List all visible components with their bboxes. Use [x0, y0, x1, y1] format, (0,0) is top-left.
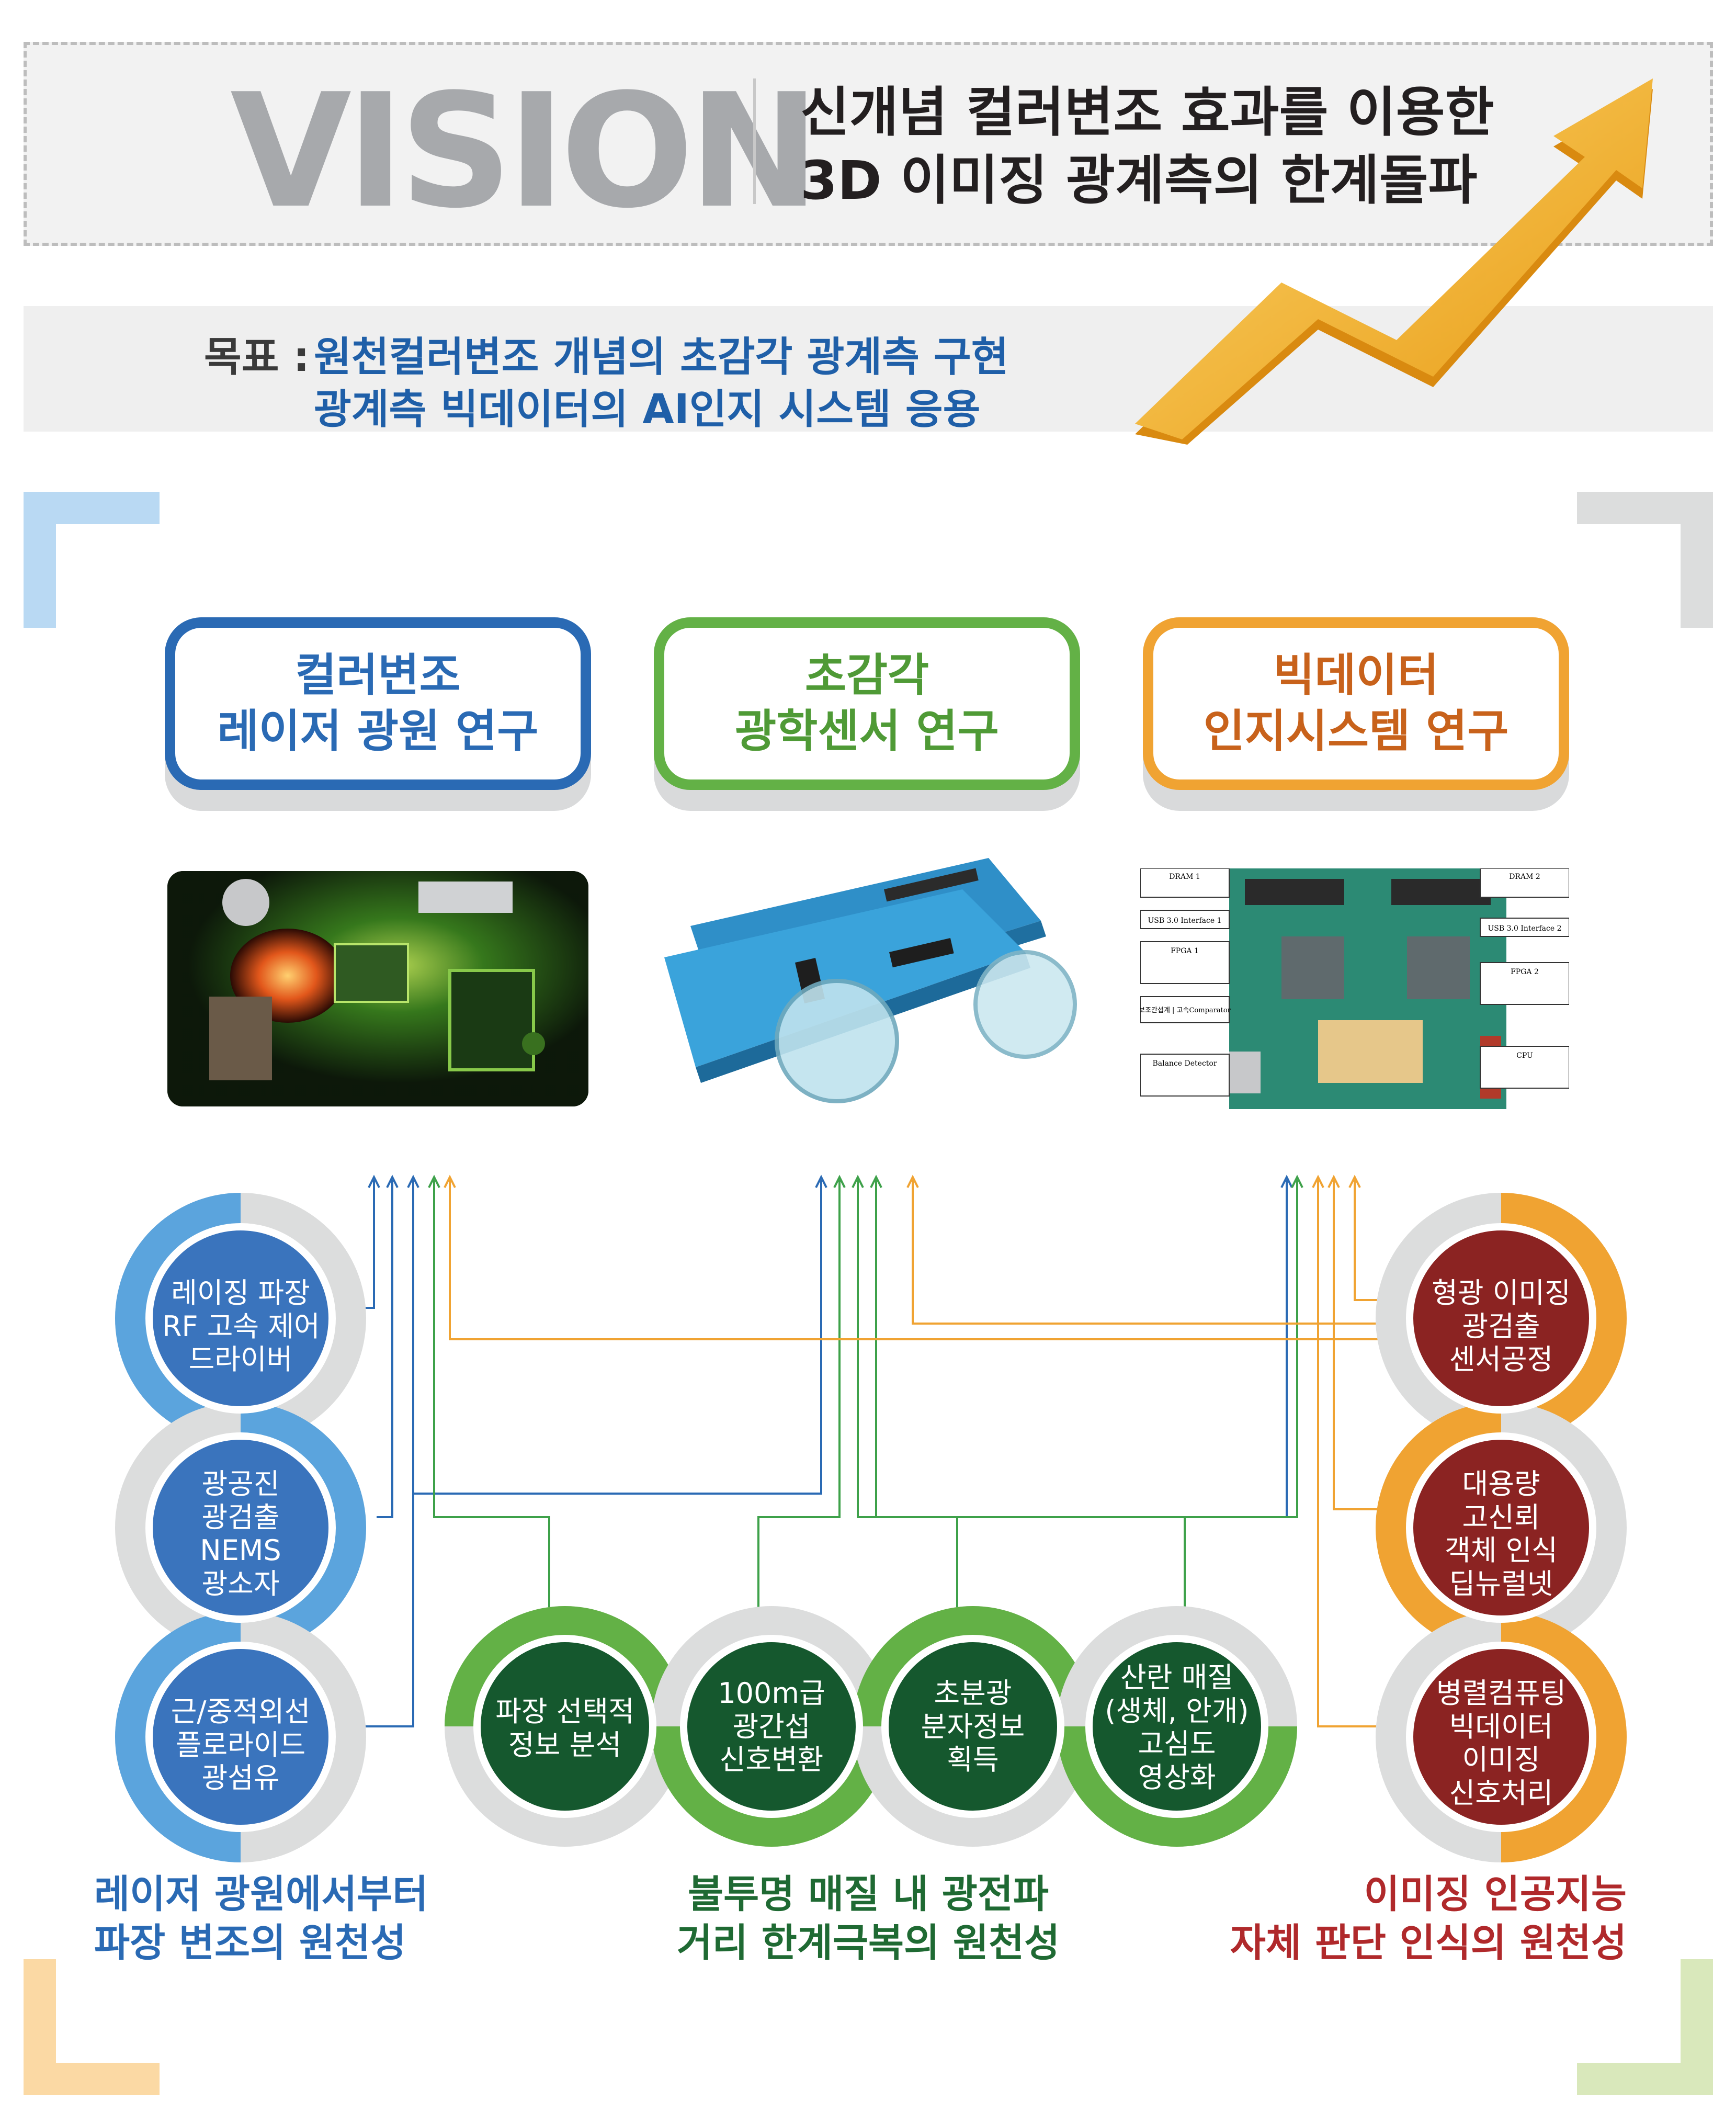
research-bigdata-line1: 빅데이터 — [1273, 649, 1439, 702]
right-circle-3-line3: 이미징 — [1462, 1743, 1540, 1777]
corner-bracket-top-left — [24, 492, 160, 628]
board-label-usb1: USB 3.0 Interface 1 — [1148, 917, 1221, 925]
middle-circle-3: 초분광 분자정보 획득 — [894, 1677, 1051, 1777]
left-circle-2-line4: 광소자 — [201, 1567, 280, 1601]
middle-circle-2-line3: 신호변환 — [719, 1743, 824, 1777]
caption-middle-line1: 불투명 매질 내 광전파 — [687, 1872, 1049, 1917]
board-label-fpga2: FPGA 2 — [1511, 968, 1539, 976]
left-circle-3: 근/중적외선 플로라이드 광섬유 — [162, 1695, 319, 1795]
left-circle-2: 광공진 광검출 NEMS 광소자 — [162, 1467, 319, 1601]
laser-lab-photo — [167, 871, 588, 1106]
right-circle-chain — [1376, 1193, 1627, 1862]
board-label-balance: Balance Detector — [1152, 1059, 1217, 1068]
research-box-laser: 컬러변조 레이저 광원 연구 — [165, 617, 591, 790]
right-circle-2-line4: 딥뉴럴넷 — [1449, 1567, 1553, 1601]
right-circle-3-line4: 신호처리 — [1449, 1777, 1553, 1810]
right-circle-2-line1: 대용량 — [1462, 1467, 1540, 1500]
vision-title: VISION — [230, 60, 820, 243]
right-circle-3-line2: 빅데이터 — [1449, 1710, 1553, 1743]
board-label-dram1: DRAM 1 — [1169, 873, 1200, 881]
right-circle-3-line1: 병렬컴퓨팅 — [1436, 1677, 1567, 1710]
research-laser-line1: 컬러변조 — [295, 649, 461, 702]
middle-circle-1-line1: 파장 선택적 — [495, 1695, 634, 1728]
middle-circle-1-line2: 정보 분석 — [508, 1728, 621, 1761]
middle-circle-4-line1: 산란 매질 — [1120, 1661, 1233, 1694]
right-circle-2-line3: 객체 인식 — [1445, 1534, 1558, 1567]
right-circle-1-line1: 형광 이미징 — [1432, 1276, 1571, 1309]
caption-left: 레이저 광원에서부터 파장 변조의 원천성 — [94, 1870, 492, 1967]
left-circle-chain — [115, 1193, 366, 1862]
vision-subtitle-line2: 3D 이미징 광계측의 한계돌파 — [800, 150, 1478, 212]
caption-right-line1: 이미징 인공지능 — [1364, 1872, 1627, 1917]
right-circle-2-line2: 고신뢰 — [1462, 1500, 1540, 1534]
left-circle-3-line1: 근/중적외선 — [171, 1695, 311, 1728]
left-circle-1: 레이징 파장 RF 고속 제어 드라이버 — [162, 1276, 320, 1376]
growth-arrow-icon — [1135, 78, 1653, 445]
goal-line1: 원천컬러변조 개념의 초감각 광계측 구현 — [314, 334, 1009, 381]
goal-line2: 광계측 빅데이터의 AI인지 시스템 응용 — [314, 386, 981, 433]
research-bigdata-line2: 인지시스템 연구 — [1203, 705, 1509, 758]
caption-left-line2: 파장 변조의 원천성 — [94, 1920, 406, 1965]
middle-circle-4-line4: 영상화 — [1138, 1761, 1216, 1794]
right-circle-1: 형광 이미징 광검출 센서공정 — [1423, 1276, 1580, 1376]
vision-header-panel — [24, 42, 1713, 246]
right-circle-1-line2: 광검출 — [1462, 1309, 1540, 1343]
board-label-comparator: 보조간섭계 | 고속Comparator — [1140, 1007, 1231, 1014]
board-label-usb2: USB 3.0 Interface 2 — [1488, 924, 1561, 933]
middle-circle-2: 100m급 광간섭 신호변환 — [693, 1677, 850, 1777]
middle-circle-chain — [445, 1606, 1297, 1847]
caption-middle-line2: 거리 한계극복의 원천성 — [676, 1920, 1060, 1965]
board-label-fpga1: FPGA 1 — [1171, 947, 1199, 955]
middle-circle-4: 산란 매질 (생체, 안개) 고심도 영상화 — [1098, 1661, 1255, 1794]
middle-circle-2-line1: 100m급 — [718, 1677, 825, 1710]
middle-circle-4-line2: (생체, 안개) — [1105, 1694, 1249, 1727]
left-circle-2-line2: 광검출 — [201, 1500, 280, 1534]
middle-circle-4-line3: 고심도 — [1138, 1727, 1216, 1761]
right-circle-1-line3: 센서공정 — [1449, 1343, 1553, 1376]
left-circle-2-line1: 광공진 — [201, 1467, 280, 1500]
vision-subtitle-line1: 신개념 컬러변조 효과를 이용한 — [800, 82, 1494, 144]
caption-right: 이미징 인공지능 자체 판단 인식의 원천성 — [1219, 1870, 1627, 1967]
left-circle-3-line3: 광섬유 — [201, 1761, 280, 1795]
right-circle-2: 대용량 고신뢰 객체 인식 딥뉴럴넷 — [1423, 1467, 1580, 1601]
left-circle-1-line1: 레이징 파장 — [171, 1276, 310, 1309]
board-label-dram2: DRAM 2 — [1509, 873, 1540, 881]
research-box-bigdata: 빅데이터 인지시스템 연구 — [1143, 617, 1569, 790]
optical-sensor-board-image — [664, 858, 1077, 1103]
caption-right-line2: 자체 판단 인식의 원천성 — [1230, 1920, 1627, 1965]
fpga-board-diagram: DRAM 1 DRAM 2 USB 3.0 Interface 1 USB 3.… — [1140, 868, 1569, 1109]
left-circle-1-line3: 드라이버 — [188, 1343, 293, 1376]
left-circle-3-line2: 플로라이드 — [175, 1728, 306, 1761]
left-circle-2-line3: NEMS — [200, 1534, 281, 1567]
middle-circle-1: 파장 선택적 정보 분석 — [486, 1695, 643, 1761]
research-laser-line2: 레이저 광원 연구 — [217, 705, 539, 758]
middle-circle-2-line2: 광간섭 — [732, 1710, 811, 1743]
research-box-sensor: 초감각 광학센서 연구 — [654, 617, 1080, 790]
research-sensor-line2: 광학센서 연구 — [735, 705, 999, 758]
middle-circle-3-line2: 분자정보 — [921, 1710, 1025, 1743]
left-circle-1-line2: RF 고속 제어 — [162, 1309, 320, 1343]
goal-label: 목표 : — [204, 334, 310, 381]
corner-bracket-bottom-right — [1577, 1959, 1713, 2095]
corner-bracket-top-right — [1577, 492, 1713, 628]
middle-circle-3-line1: 초분광 — [934, 1677, 1012, 1710]
caption-middle: 불투명 매질 내 광전파 거리 한계극복의 원천성 — [654, 1870, 1083, 1967]
corner-bracket-bottom-left — [24, 1959, 160, 2095]
board-label-cpu: CPU — [1516, 1052, 1533, 1060]
right-circle-3: 병렬컴퓨팅 빅데이터 이미징 신호처리 — [1423, 1677, 1580, 1810]
research-sensor-line1: 초감각 — [804, 649, 929, 702]
header-divider — [753, 78, 756, 204]
caption-left-line1: 레이저 광원에서부터 — [94, 1872, 428, 1917]
middle-circle-3-line3: 획득 — [947, 1743, 999, 1777]
